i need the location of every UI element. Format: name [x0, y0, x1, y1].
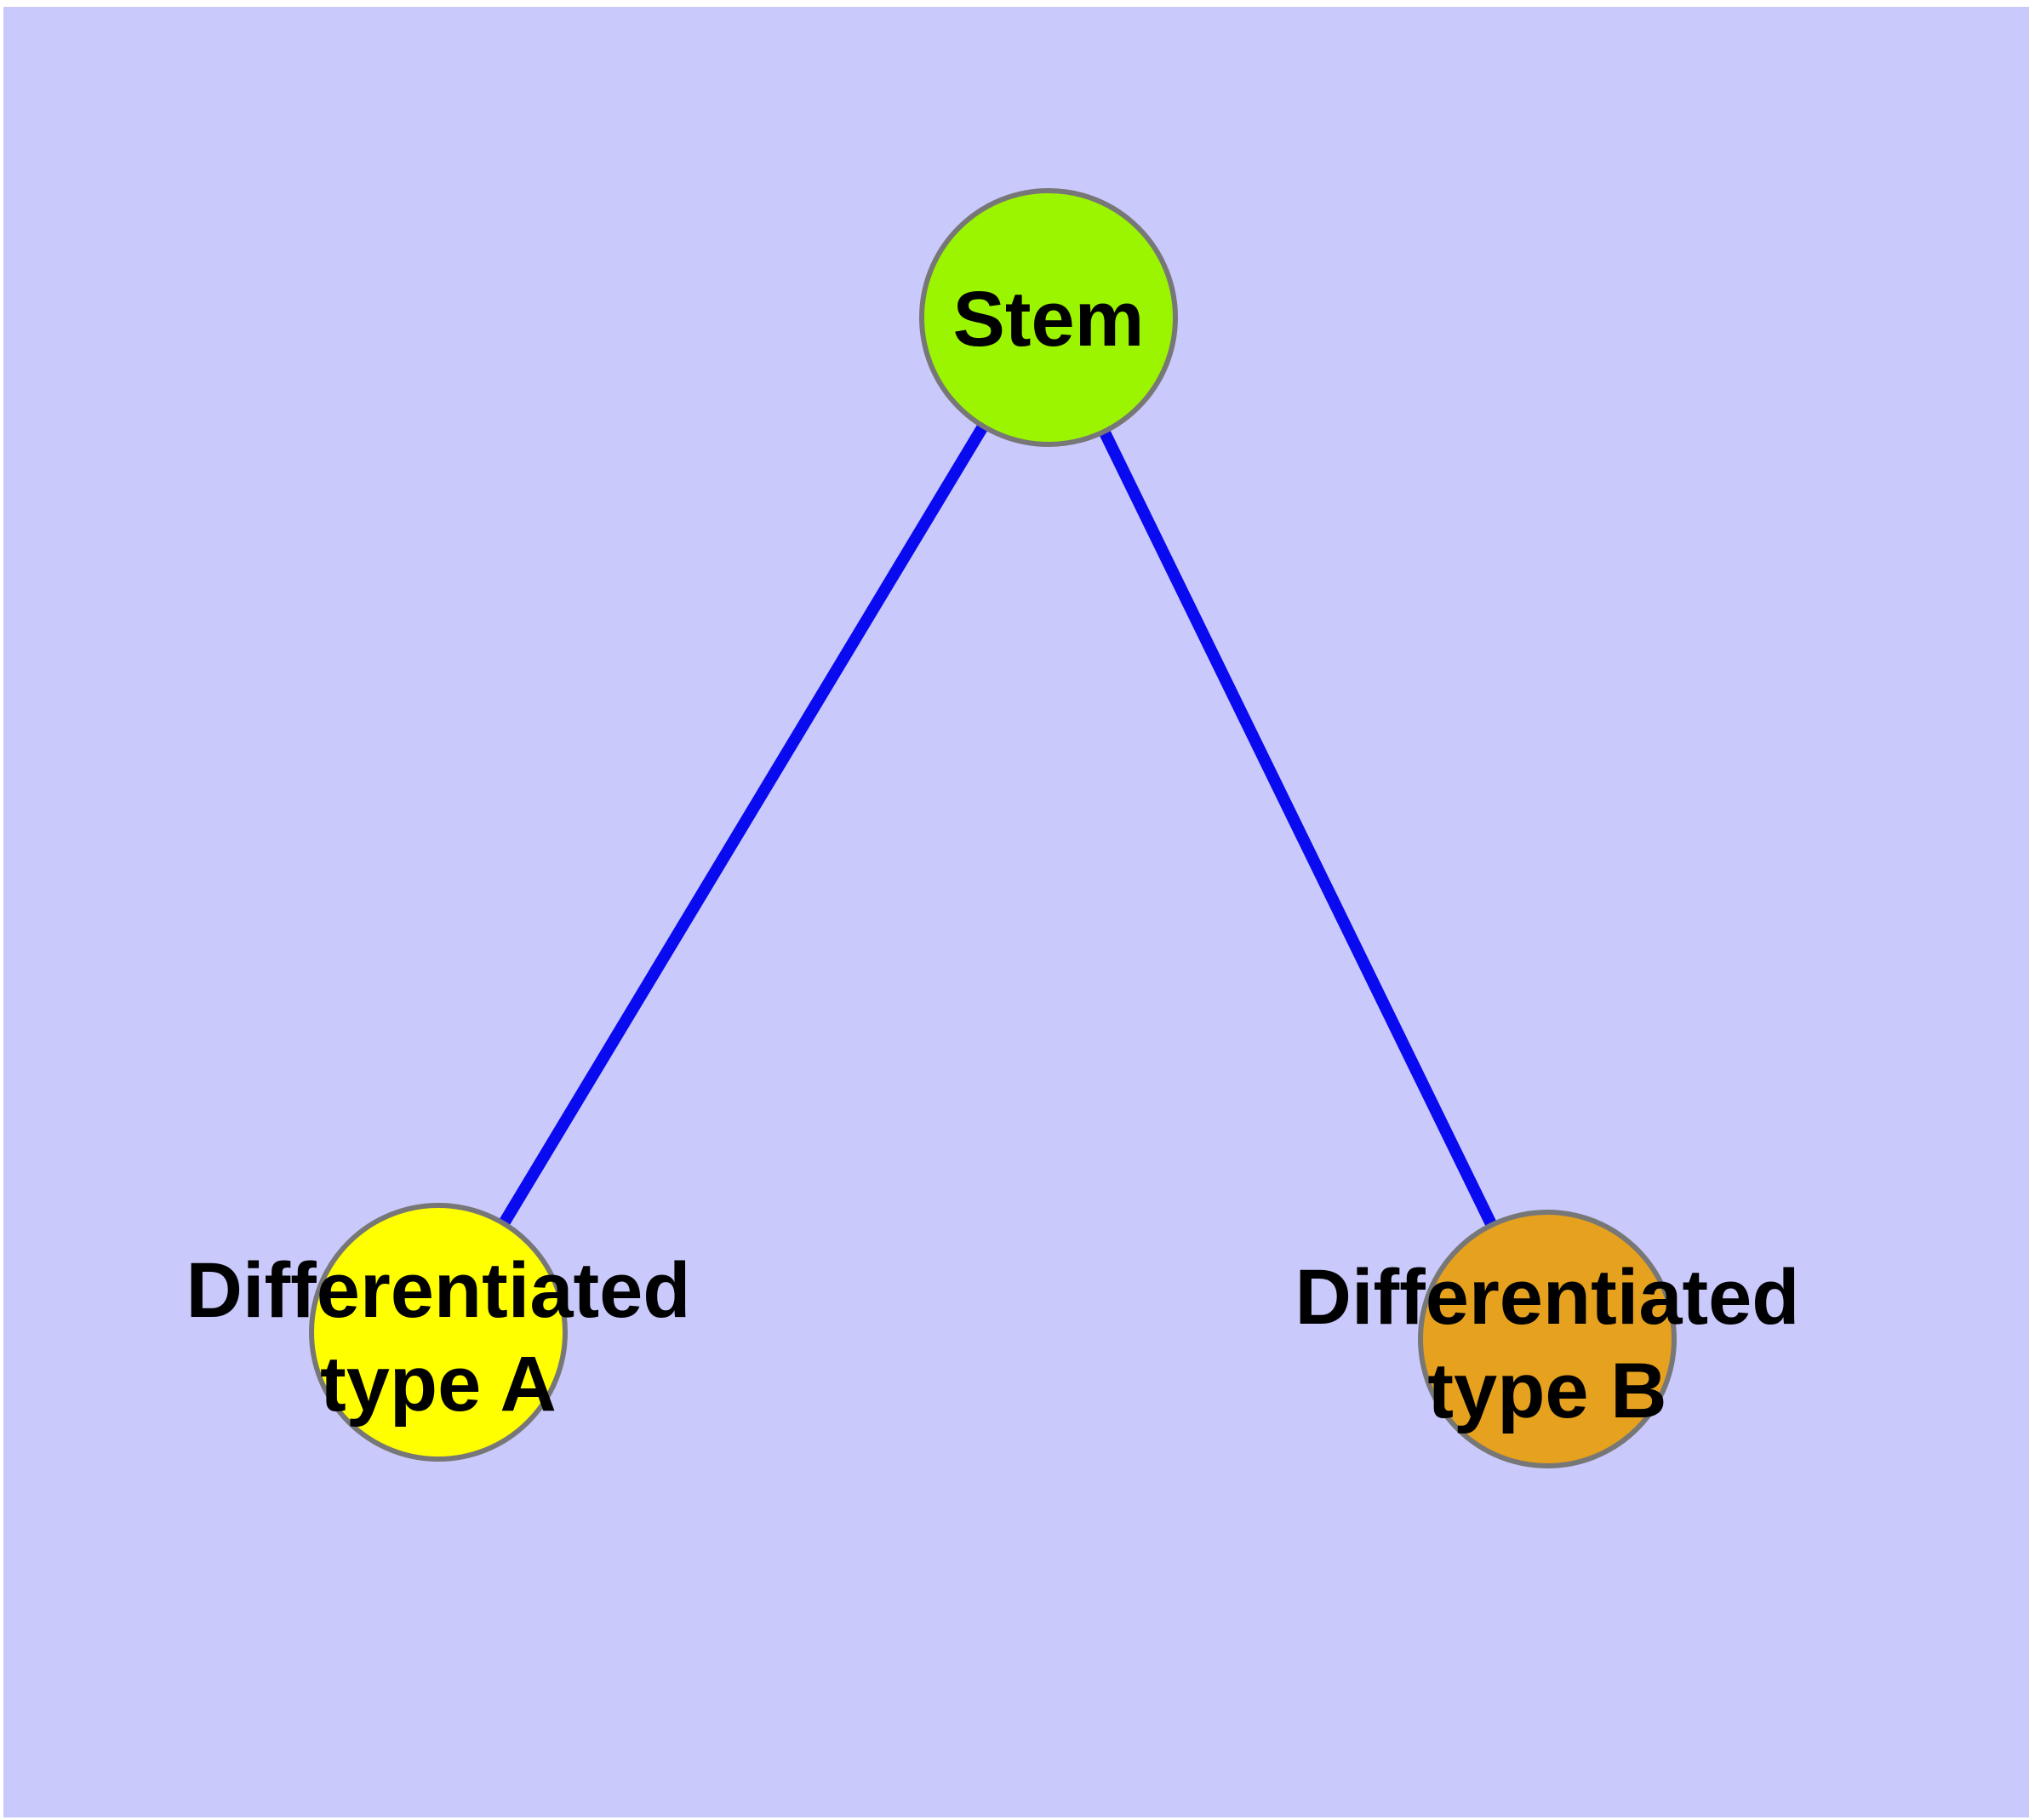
- node-label-stem: Stem: [953, 276, 1145, 363]
- node-circle-type-b: [1418, 1210, 1677, 1468]
- edge-stem-to-type-b: [1043, 314, 1553, 1342]
- node-label-type-a-line1: Differentiated: [186, 1247, 691, 1334]
- edge-stem-to-type-a: [433, 314, 1054, 1336]
- node-label-type-a-line2: type A: [320, 1341, 557, 1428]
- node-circle-type-a: [309, 1203, 568, 1462]
- node-circle-stem: [919, 188, 1178, 447]
- node-label-type-b-line1: Differentiated: [1295, 1254, 1800, 1341]
- node-label-type-b-line2: type B: [1427, 1348, 1666, 1434]
